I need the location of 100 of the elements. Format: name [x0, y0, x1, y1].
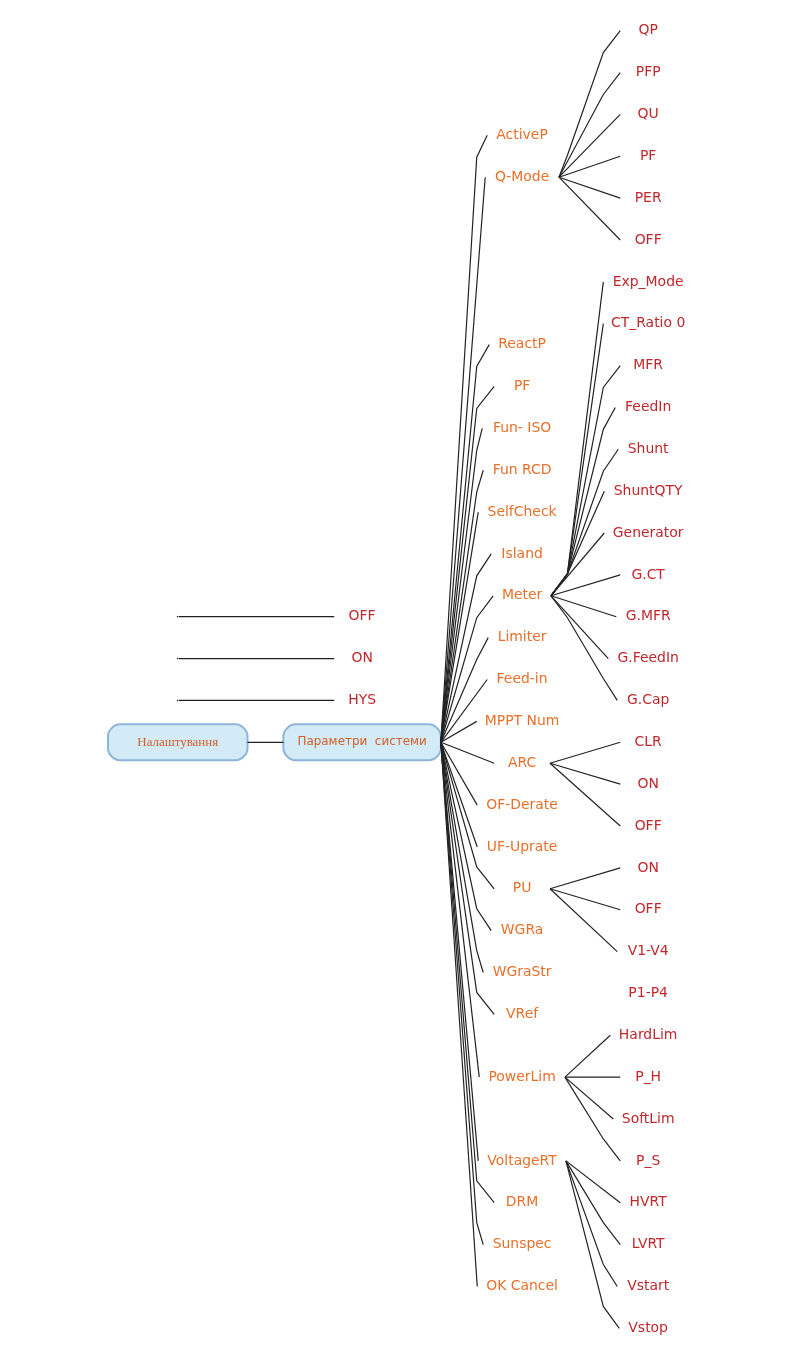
node-text: V1-V4 [627, 942, 669, 959]
node-text: Island [500, 544, 543, 561]
node-text: SelfCheck [487, 502, 557, 519]
node-text: Feed-in [496, 670, 548, 687]
node-text: Meter [501, 586, 542, 603]
connector [177, 657, 335, 660]
node-text: G.MFR [625, 607, 671, 624]
connector [564, 1160, 621, 1246]
connector [563, 1034, 611, 1078]
connector [564, 1160, 620, 1329]
node-text: ON [636, 774, 659, 791]
node-text: VRef [505, 1005, 538, 1022]
connector [439, 385, 495, 743]
node-text: ReactP [497, 335, 546, 352]
node-text: Fun RCD [492, 460, 551, 477]
node-text: Limiter [497, 628, 547, 645]
connector [439, 741, 484, 974]
node-text: PF [639, 146, 656, 163]
connector [549, 532, 605, 597]
node-text: PER [634, 188, 662, 205]
connector [177, 616, 335, 618]
connector [439, 741, 478, 806]
connector [439, 741, 478, 1288]
node-text: G.Cap [626, 691, 669, 708]
node-text: G.CT [630, 565, 665, 582]
node-text: ON [350, 649, 373, 666]
connector [557, 176, 621, 241]
connector [439, 741, 484, 1246]
node-box: Налаштування [106, 723, 248, 762]
connector [246, 741, 284, 743]
connector [439, 741, 495, 1204]
node-text: Q-Mode [494, 167, 549, 184]
node-text: ON [636, 858, 659, 875]
connector [177, 699, 335, 702]
node-text: QP [637, 21, 658, 38]
connector [439, 553, 492, 743]
connector [563, 1076, 621, 1162]
connector [549, 364, 621, 597]
connector [439, 741, 480, 1078]
connector [548, 762, 621, 785]
node-text: QU [637, 105, 659, 122]
connector [439, 595, 494, 743]
connector [439, 720, 477, 743]
node-text: ShuntQTY [613, 481, 683, 498]
connector [548, 762, 621, 827]
node-text: P_H [634, 1067, 661, 1084]
connector [549, 490, 605, 597]
connector [548, 741, 621, 764]
node-text: Shunt [627, 439, 669, 456]
node-text: CLR [634, 732, 662, 749]
connector [549, 406, 616, 597]
node-text: ARC [507, 753, 536, 770]
connector [557, 176, 621, 199]
connector [549, 595, 609, 660]
connector [439, 741, 495, 764]
node-text: Exp_Mode [612, 272, 684, 289]
connector [564, 1160, 621, 1204]
node-box: Параметри системи [281, 723, 442, 762]
node-text: Fun- ISO [492, 419, 551, 436]
node-text: PowerLim [487, 1067, 556, 1084]
connector [549, 595, 618, 702]
node-text: Sunspec [492, 1235, 552, 1252]
node-text: UF-Uprate [486, 837, 557, 854]
connector [439, 511, 479, 743]
node-text: Vstart [626, 1277, 669, 1294]
connector [439, 637, 489, 743]
node-text: HYS [347, 691, 376, 708]
node-text: SoftLim [621, 1109, 675, 1126]
connector [439, 678, 488, 743]
node-text: CT_Ratio 0 [610, 314, 685, 331]
connector [439, 741, 478, 848]
node-text: WGraStr [492, 963, 552, 980]
node-text: MPPT Num [484, 712, 559, 729]
connector [548, 867, 621, 890]
node-text: ActiveP [495, 126, 548, 143]
node-text: DRM [505, 1193, 538, 1210]
node-text: G.FeedIn [616, 649, 679, 666]
node-text: MFR [632, 356, 663, 373]
node-text: FeedIn [624, 398, 671, 415]
node-text: VoltageRT [486, 1151, 557, 1168]
node-text: OFF [634, 816, 662, 833]
node-text: OFF [634, 230, 662, 247]
node-text: P_S [635, 1151, 660, 1168]
node-label: P1-P4 [627, 984, 668, 1001]
node-text: PFP [635, 63, 661, 80]
node-text: OF-Derate [485, 795, 558, 812]
connector [549, 574, 621, 597]
node-text: HVRT [629, 1193, 667, 1210]
connector [439, 344, 490, 743]
node-text: PF [513, 377, 530, 394]
node-text: OFF [348, 607, 376, 624]
connector [563, 1076, 621, 1078]
node-text: HardLim [618, 1025, 677, 1042]
connector [557, 113, 621, 178]
connector [439, 741, 495, 1015]
connector [439, 741, 479, 1162]
connector [557, 71, 621, 178]
node-text: LVRT [631, 1235, 665, 1252]
node-text: WGRa [500, 921, 543, 938]
node-text: PU [512, 879, 531, 896]
